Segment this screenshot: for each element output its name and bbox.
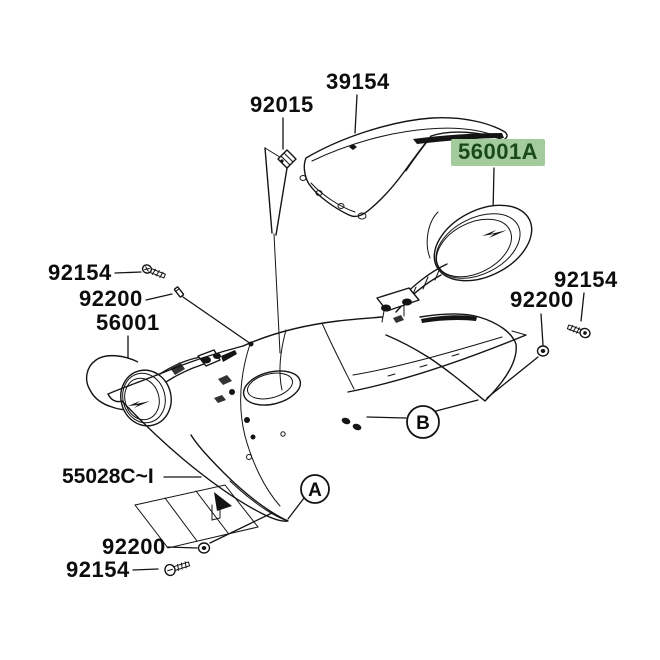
right-mirror-mount — [376, 287, 420, 323]
left-mirror-stalk — [159, 349, 237, 383]
screw-icon-right — [566, 324, 591, 339]
screw-icon-left — [141, 264, 166, 279]
mirror-signal-mark — [128, 401, 150, 408]
callout-b: B — [406, 405, 440, 439]
washer-icon-right — [536, 345, 550, 357]
windshield-part — [264, 116, 508, 354]
part-label-92200-bottom[interactable]: 92200 — [102, 534, 166, 559]
part-label-56001[interactable]: 56001 — [96, 310, 160, 335]
part-label-92154-bottom[interactable]: 92154 — [66, 557, 130, 582]
part-label-92154-left[interactable]: 92154 — [48, 260, 112, 285]
callout-a: A — [300, 474, 330, 504]
mirror-signal-mark — [482, 230, 507, 238]
right-mirror-part — [376, 204, 533, 323]
part-label-92154-right[interactable]: 92154 — [554, 267, 618, 292]
windshield-hole — [349, 144, 357, 150]
part-label-56001a[interactable]: 56001A — [451, 139, 546, 166]
part-label-92200-left[interactable]: 92200 — [79, 286, 143, 311]
mounting-plane — [134, 484, 259, 549]
left-mirror-part — [85, 349, 237, 427]
windshield-side-stay — [264, 147, 289, 354]
callout-a-label: A — [308, 480, 322, 501]
part-label-92015[interactable]: 92015 — [250, 92, 314, 117]
washer-icon-bottom — [197, 542, 211, 554]
windshield-edge-trim — [413, 133, 504, 144]
screw-icon-bottom — [164, 561, 191, 577]
pin-icon-left — [173, 286, 185, 298]
leader-lines — [114, 94, 585, 571]
nut-icon — [277, 149, 297, 169]
part-label-39154[interactable]: 39154 — [326, 69, 390, 94]
headlight-opening — [242, 370, 302, 406]
upper-cowling-part — [107, 313, 527, 549]
wing-edge-trim — [421, 315, 477, 323]
part-label-92200-right[interactable]: 92200 — [510, 287, 574, 312]
callout-b-label: B — [416, 413, 430, 434]
part-label-55028[interactable]: 55028C~I — [62, 465, 154, 488]
